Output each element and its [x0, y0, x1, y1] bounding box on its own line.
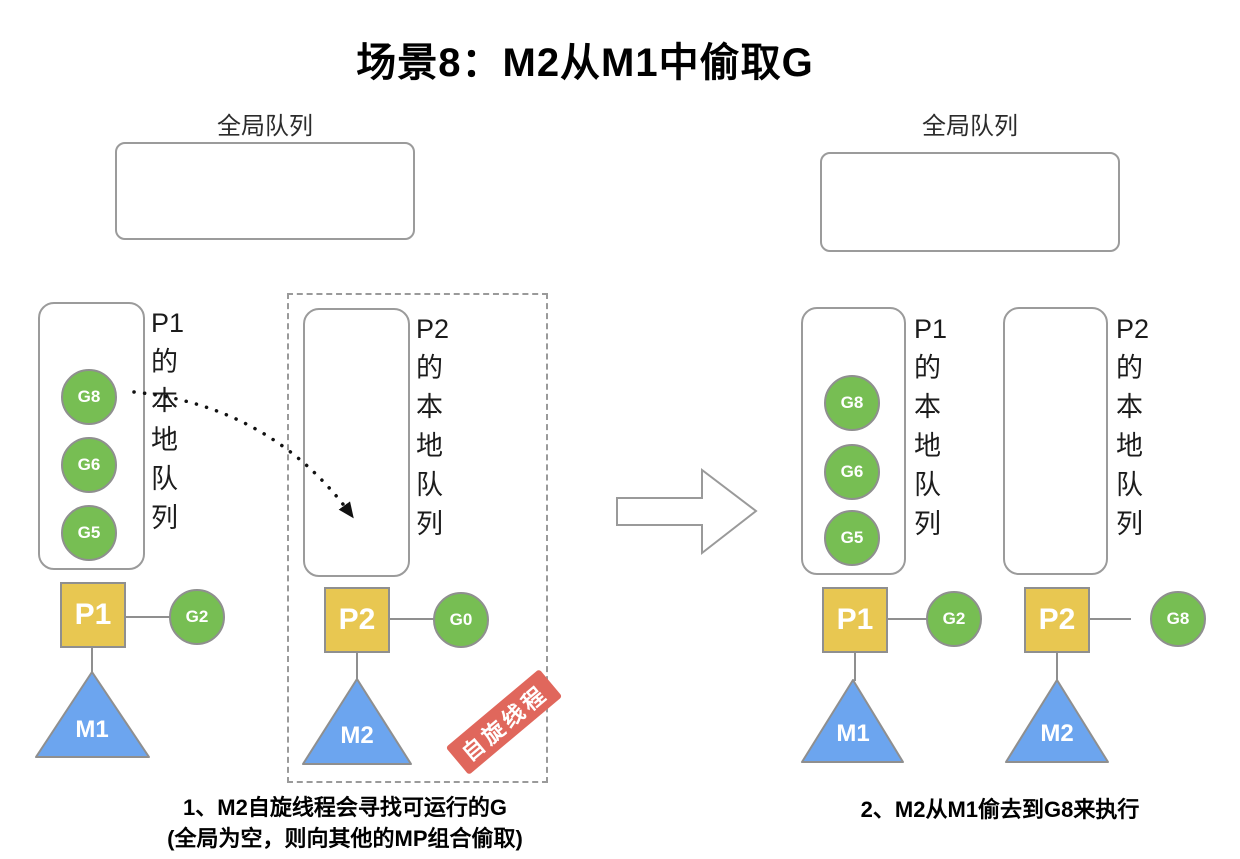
spinning-thread-dashed-box: [287, 293, 548, 783]
left-p1-queue-label: P1 的 本 地 队 列: [151, 308, 185, 533]
goroutine-circle: G6: [824, 444, 880, 500]
goroutine-circle: G0: [433, 592, 489, 648]
p2-m2-connector: [1056, 653, 1058, 681]
left-caption: 1、M2自旋线程会寻找可运行的G (全局为空，则向其他的MP组合偷取): [110, 792, 580, 854]
goroutine-circle: G8: [1150, 591, 1206, 647]
goroutine-circle: G8: [61, 369, 117, 425]
p2-g8-connector: [1089, 618, 1131, 620]
right-p1-square: P1: [822, 587, 888, 653]
p1-m1-connector: [91, 648, 93, 676]
p1-g2-connector: [126, 616, 171, 618]
p1-m1-connector: [854, 653, 856, 681]
left-m2-label: M2: [340, 722, 374, 749]
goroutine-circle: G2: [926, 591, 982, 647]
goroutine-circle: G2: [169, 589, 225, 645]
right-p2-square: P2: [1024, 587, 1090, 653]
left-p2-square: P2: [324, 587, 390, 653]
left-caption-line2: (全局为空，则向其他的MP组合偷取): [167, 826, 523, 851]
right-global-queue-box: [820, 152, 1120, 252]
transition-arrow-icon: [616, 467, 758, 556]
right-global-queue-label: 全局队列: [922, 113, 1018, 140]
left-global-queue-box: [115, 142, 415, 240]
left-p2-queue-label: P2 的 本 地 队 列: [416, 314, 450, 539]
p2-g0-connector: [390, 618, 434, 620]
left-m1-triangle: [35, 671, 150, 758]
diagram-title: 场景8：M2从M1中偷取G: [356, 41, 814, 85]
goroutine-circle: G8: [824, 375, 880, 431]
left-global-queue-label: 全局队列: [217, 113, 313, 140]
right-m2-label: M2: [1040, 720, 1074, 747]
p1-g2-connector: [888, 618, 928, 620]
right-caption: 2、M2从M1偷去到G8来执行: [860, 797, 1140, 822]
goroutine-circle: G6: [61, 437, 117, 493]
left-caption-line1: 1、M2自旋线程会寻找可运行的G: [183, 795, 507, 820]
left-m1-label: M1: [75, 716, 109, 743]
goroutine-circle: G5: [61, 505, 117, 561]
right-p2-queue-label: P2 的 本 地 队 列: [1116, 314, 1150, 539]
right-p1-queue-label: P1 的 本 地 队 列: [914, 314, 948, 539]
goroutine-circle: G5: [824, 510, 880, 566]
p2-m2-connector: [356, 653, 358, 681]
right-p2-local-queue-box: [1003, 307, 1108, 575]
right-m1-label: M1: [836, 720, 870, 747]
left-p1-square: P1: [60, 582, 126, 648]
right-p1-local-queue-box: [801, 307, 906, 575]
